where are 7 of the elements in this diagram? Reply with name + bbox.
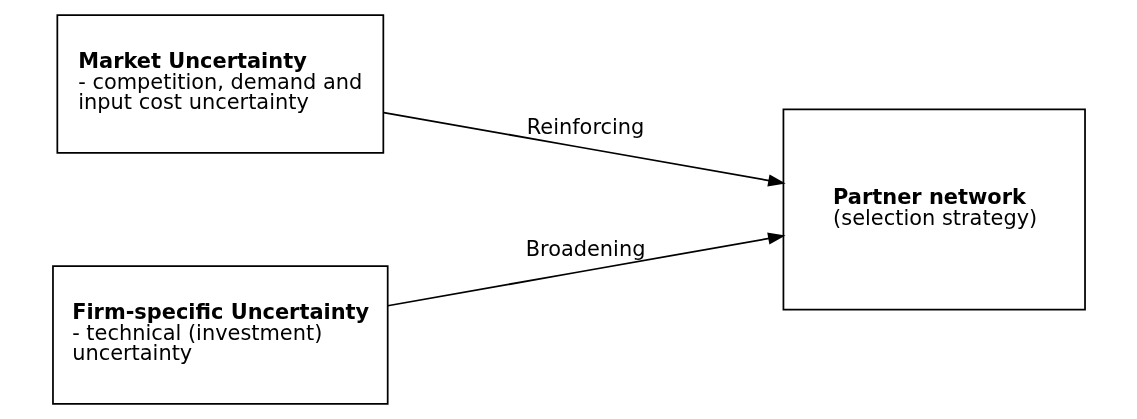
arrow	[386, 232, 785, 307]
edge-label: Broadening	[525, 236, 645, 261]
edge-label: Reinforcing	[526, 114, 644, 139]
node-box: Partner network (selection strategy)	[782, 108, 1086, 311]
arrow	[382, 111, 786, 187]
node-box: Market Uncertainty - competition, demand and input cost uncertainty	[55, 14, 384, 154]
node-box: Firm-specific Uncertainty - technical (investment) uncertainty	[51, 265, 389, 405]
